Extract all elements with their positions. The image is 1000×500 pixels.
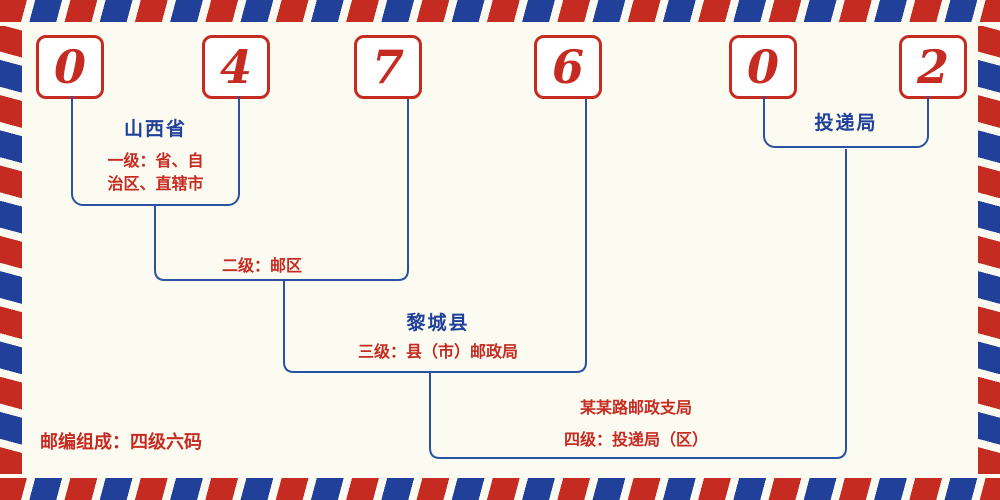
airmail-border-bottom [0,478,1000,500]
postcode-digit-box-4: 6 [534,35,602,99]
level1-description-line1: 一级：省、自 [107,151,204,170]
airmail-border-right [978,26,1000,474]
airmail-border-top [0,0,1000,22]
postcode-digit-box-6: 2 [899,35,967,99]
level4-label: 四级：投递局（区） [563,430,708,449]
delivery-bureau-bracket: 投递局 [763,96,929,148]
level3-county-name: 黎城县 [406,312,470,334]
level3-label: 三级：县（市）邮政局 [357,342,518,361]
level1-description: 一级：省、自 治区、直辖市 [73,149,238,195]
level2-label: 二级：邮区 [222,256,303,275]
level1-province-bracket: 山西省 一级：省、自 治区、直辖市 [71,96,240,206]
airmail-border-left [0,26,22,474]
level1-region-name: 山西省 [123,118,187,140]
delivery-bureau-label: 投递局 [814,112,878,134]
postcode-composition-note: 邮编组成：四级六码 [40,432,202,453]
level4-branch-name: 某某路邮政支局 [579,398,692,417]
postcode-digit-box-1: 0 [36,35,104,99]
postcode-digit-box-3: 7 [354,35,422,99]
postcode-digit-box-2: 4 [202,35,270,99]
level1-description-line2: 治区、直辖市 [107,174,204,194]
postcode-digit-box-5: 0 [729,35,797,99]
